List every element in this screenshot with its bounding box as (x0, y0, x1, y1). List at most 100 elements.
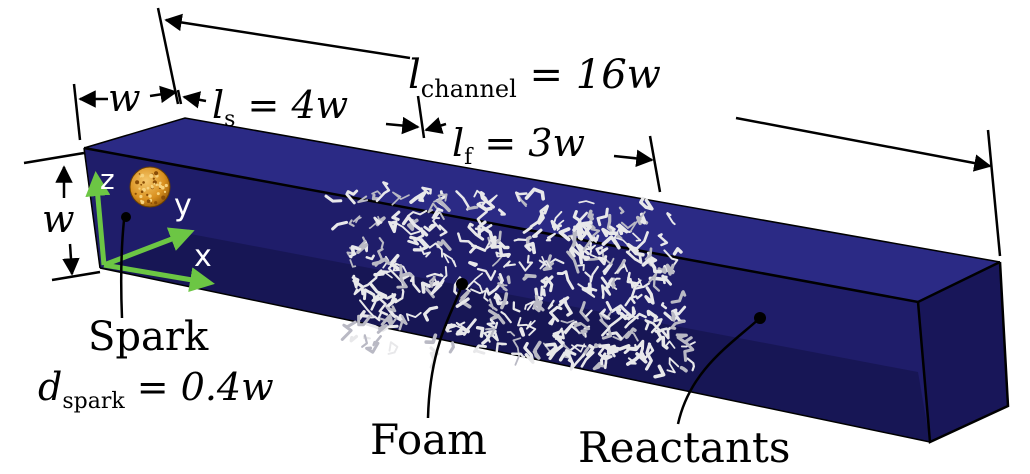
spark-speckle (140, 190, 144, 193)
foam-strut (428, 275, 436, 288)
foam-strut (670, 290, 687, 304)
foam-strut (525, 319, 536, 330)
foam-strut (657, 267, 667, 274)
foam-strut (467, 222, 485, 241)
foam-strut (358, 236, 367, 249)
foam-strut (592, 361, 606, 371)
foam-strut (470, 288, 489, 302)
foam-strut (624, 312, 647, 329)
foam-strut (599, 318, 613, 340)
foam-strut (518, 195, 528, 207)
foam-strut (602, 262, 613, 275)
axis-z-label: z (100, 163, 115, 196)
foam-strut (388, 220, 398, 234)
foam-strut (579, 301, 590, 322)
foam-strut (389, 254, 400, 271)
height-label: w (42, 197, 75, 241)
foam-strut (378, 237, 385, 249)
foam-strut (542, 254, 555, 272)
ls-label: ls = 4w (212, 83, 348, 132)
foam-strut (475, 326, 485, 338)
foam-strut (398, 315, 408, 331)
foam-strut (482, 226, 497, 248)
spark-speckle (154, 171, 159, 176)
foam-strut (641, 342, 655, 360)
foam-strut (369, 282, 388, 298)
foam-strut (495, 342, 507, 354)
foam-strut (352, 215, 362, 224)
foam-strut (387, 220, 421, 236)
foam-strut (340, 320, 357, 341)
foam-strut (595, 246, 609, 256)
foam-strut (591, 234, 600, 242)
foam-strut (608, 277, 616, 289)
foam-strut (473, 189, 487, 199)
foam-strut (660, 302, 668, 310)
foam-strut (485, 327, 496, 337)
foam-strut (331, 220, 349, 231)
foam-strut (371, 193, 379, 201)
foam-strut (666, 212, 676, 226)
foam-strut (387, 341, 399, 355)
foam-strut (361, 334, 368, 348)
foam-strut (663, 249, 679, 269)
foam-strut (632, 231, 649, 250)
spark-speckle (159, 181, 162, 185)
foam-strut (427, 202, 445, 220)
leader-lines (119, 219, 761, 425)
foam-strut (671, 305, 687, 320)
foam-strut (624, 327, 637, 339)
foam-strut (373, 312, 382, 322)
foam-strut (630, 288, 636, 304)
foam-strut (601, 235, 621, 250)
spark-speckle (163, 190, 167, 193)
foam-strut (349, 259, 357, 268)
spark-speckle (161, 195, 166, 200)
foam-strut (477, 220, 487, 237)
foam-strut (513, 238, 527, 242)
foam-label: Foam (370, 415, 487, 464)
foam-strut (617, 223, 629, 236)
foam-strut (581, 255, 591, 261)
foam-strut (540, 285, 546, 297)
foam-strut (487, 309, 506, 325)
foam-strut (538, 258, 565, 267)
foam-strut (420, 238, 444, 258)
foam-strut (373, 269, 385, 278)
reactants-label: Reactants (578, 423, 790, 472)
foam-strut (560, 319, 575, 324)
foam-strut (613, 228, 632, 253)
foam-strut (476, 267, 497, 281)
foam-strut (581, 242, 592, 259)
foam-strut (324, 194, 343, 203)
foam-strut (597, 345, 616, 360)
axis-x-label: x (194, 239, 212, 274)
foam-strut (436, 199, 451, 213)
foam-strut (639, 212, 647, 225)
foam-strut (646, 309, 659, 320)
foam-strut (558, 296, 570, 307)
foam-strut (614, 263, 629, 275)
reactants-pointer-dot (754, 312, 766, 324)
foam-strut (627, 276, 651, 290)
foam-strut (543, 280, 549, 288)
spark-speckle (139, 194, 143, 199)
foam-strut (357, 314, 372, 327)
foam-strut (494, 292, 502, 301)
foam-strut (524, 187, 545, 201)
foam-strut (665, 263, 675, 276)
foam-strut (365, 341, 380, 354)
foam-strut (468, 261, 478, 267)
foam-strut (455, 321, 466, 329)
foam-strut (569, 246, 584, 265)
foam-strut (469, 244, 487, 254)
foam-strut (387, 316, 393, 325)
foam-strut (386, 305, 397, 313)
foam-strut (391, 191, 410, 206)
foam-strut (350, 245, 362, 255)
foam-strut (511, 352, 526, 359)
foam-strut (573, 321, 591, 337)
foam-strut (581, 220, 595, 242)
foam-strut (497, 276, 508, 287)
foam-strut (616, 307, 622, 315)
